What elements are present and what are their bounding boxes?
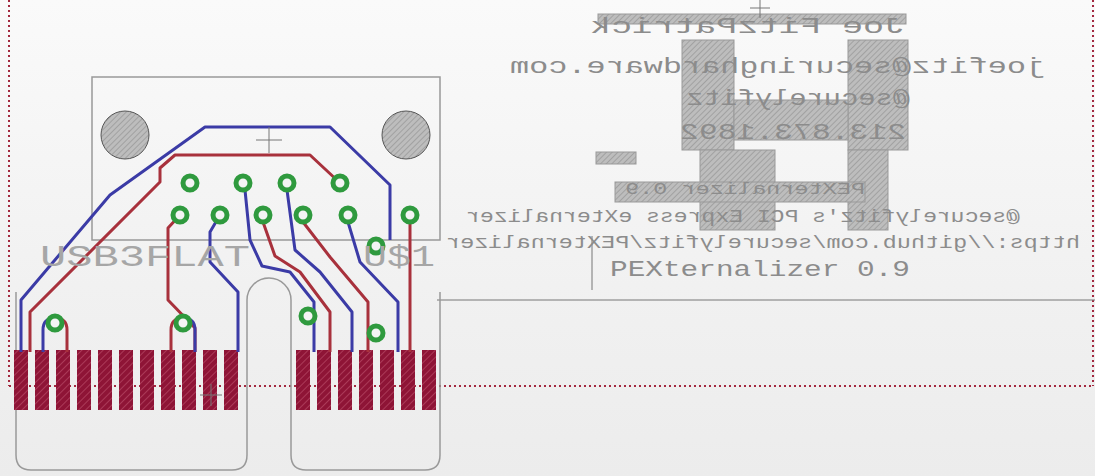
silkscreen-text-mirrored: joefitz@securinghardware.com: [510, 57, 1045, 79]
silkscreen-text: U$1: [363, 243, 435, 273]
traces: [21, 127, 410, 352]
outline-line: [437, 300, 1095, 301]
silkscreen-text: USB3FLAT: [40, 243, 250, 273]
dimension-outline: [9, 0, 1093, 386]
silkscreen-text-mirrored: Joe FitzPatrick: [590, 17, 905, 39]
board-outline: [16, 278, 440, 470]
edge-pads: [14, 350, 436, 410]
logo-blocks: [596, 14, 908, 230]
silkscreen-text-mirrored: https://github.com/securelyfitz/PEXterna…: [446, 234, 1080, 253]
silkscreen-text-mirrored: 213.873.1892: [680, 123, 906, 145]
mount-holes: [101, 111, 430, 159]
connector-outline: [92, 77, 440, 240]
silkscreen-text-mirrored: @securelyfitz: [686, 89, 910, 111]
silkscreen-text-mirrored: @securelyfitz's PCI Express eXternalizer: [466, 208, 1020, 226]
silkscreen-text: PEXternalizer 0.9: [610, 260, 910, 282]
silkscreen-text-mirrored: PEXternalizer 0.9: [625, 181, 865, 198]
